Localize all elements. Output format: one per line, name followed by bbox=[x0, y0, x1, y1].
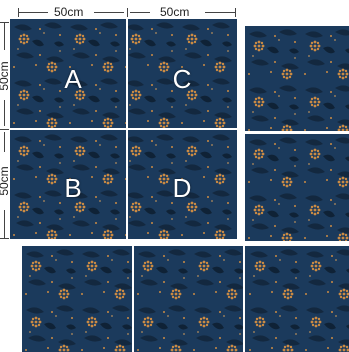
dimension-tick-left-2 bbox=[0, 129, 9, 130]
dimension-label-left-top: 50cm bbox=[0, 61, 11, 91]
dimension-line-top-left-2 bbox=[94, 12, 124, 13]
seam-vertical-bottom-1 bbox=[132, 246, 134, 352]
dimension-line-top-right-2 bbox=[205, 12, 235, 13]
dimension-tick-top-2 bbox=[127, 8, 128, 17]
panel-right-middle bbox=[245, 134, 349, 241]
panel-label-c: C bbox=[172, 64, 192, 94]
dimension-line-left-top-2 bbox=[4, 100, 5, 126]
dimension-line-top-right bbox=[130, 12, 150, 13]
panel-bottom-row bbox=[22, 246, 349, 352]
seam-horizontal-right bbox=[245, 131, 349, 133]
dimension-label-left-bottom: 50cm bbox=[0, 166, 11, 196]
dimension-tick-top-1 bbox=[18, 8, 19, 17]
panel-label-b: B bbox=[64, 173, 82, 203]
dimension-line-left-bottom bbox=[4, 132, 5, 152]
dimension-tick-top-3 bbox=[235, 8, 236, 17]
panel-right-top bbox=[245, 26, 349, 131]
dimension-label-top-right: 50cm bbox=[160, 5, 190, 19]
dimension-label-top-left: 50cm bbox=[54, 5, 84, 19]
seam-vertical-bottom-2 bbox=[243, 246, 245, 352]
dimension-line-left-bottom-2 bbox=[4, 210, 5, 238]
dimension-line-top-left bbox=[18, 12, 48, 13]
panel-label-a: A bbox=[64, 64, 82, 94]
dimension-line-left-top bbox=[4, 22, 5, 50]
dimension-tick-left-1 bbox=[0, 22, 9, 23]
panel-label-d: D bbox=[172, 173, 192, 203]
seam-horizontal-main bbox=[10, 128, 237, 130]
dimension-tick-left-3 bbox=[0, 238, 9, 239]
